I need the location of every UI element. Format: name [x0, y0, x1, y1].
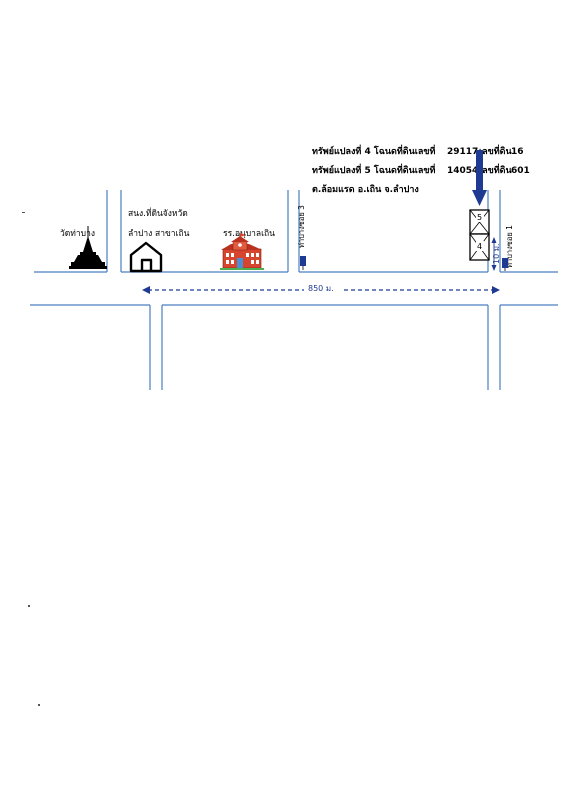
property-line-2-prefix: ทรัพย์แปลงที่ 5 โฉนดที่ดินเลขที่: [312, 163, 435, 176]
school-icon: [220, 233, 264, 270]
soi1-label: ท่าบางซอย 1: [505, 225, 514, 268]
soi3-label: ท่าบางซอย 3: [297, 205, 306, 248]
plot-4-number: 4: [477, 242, 482, 251]
temple-label: วัดท่าบาง: [60, 229, 95, 239]
scan-marks: [22, 212, 40, 706]
property-line-1-deed: 29117: [447, 147, 478, 157]
property-line-2-deed: 14054: [447, 166, 478, 176]
property-plots: 5 4: [469, 209, 490, 261]
property-line-2-land-no: 601: [511, 166, 530, 176]
distance-label: 850 ม.: [308, 284, 334, 293]
house-icon: [129, 241, 163, 273]
arrowhead-left-icon: [142, 286, 150, 294]
property-info: ทรัพย์แปลงที่ 4 โฉนดที่ดินเลขที่ 29117 เ…: [312, 144, 530, 195]
frontage-indicator: 10 ม.: [491, 237, 501, 271]
property-line-1-prefix: ทรัพย์แปลงที่ 4 โฉนดที่ดินเลขที่: [312, 144, 435, 157]
frontage-label: 10 ม.: [492, 243, 501, 264]
signpost-icon: [502, 258, 508, 268]
property-line-3-location: ต.ล้อมแรด อ.เถิน จ.ลำปาง: [312, 184, 419, 195]
pagoda-icon: [69, 226, 107, 269]
signpost-icon: [300, 256, 306, 266]
property-pointer-arrow-icon: [472, 150, 487, 206]
soi1-signpost: ท่าบางซอย 1: [502, 225, 514, 271]
plot-5-number: 5: [477, 213, 482, 222]
road-network: [30, 190, 558, 390]
soi3-signpost: ท่าบางซอย 3: [297, 205, 306, 270]
property-line-2-land-label: เลขที่ดิน: [479, 163, 513, 176]
land-office-label-line2: ลำปาง สาขาเถิน: [128, 229, 190, 239]
distance-indicator: 850 ม.: [142, 282, 500, 294]
land-office-label-line1: สนง.ที่ดินจังหวัด: [128, 207, 188, 219]
property-line-1-land-no: 16: [511, 147, 524, 157]
school-label: รร.อนุบาลเถิน: [223, 229, 275, 239]
property-line-1-land-label: เลขที่ดิน: [479, 144, 513, 157]
arrowhead-right-icon: [492, 286, 500, 294]
